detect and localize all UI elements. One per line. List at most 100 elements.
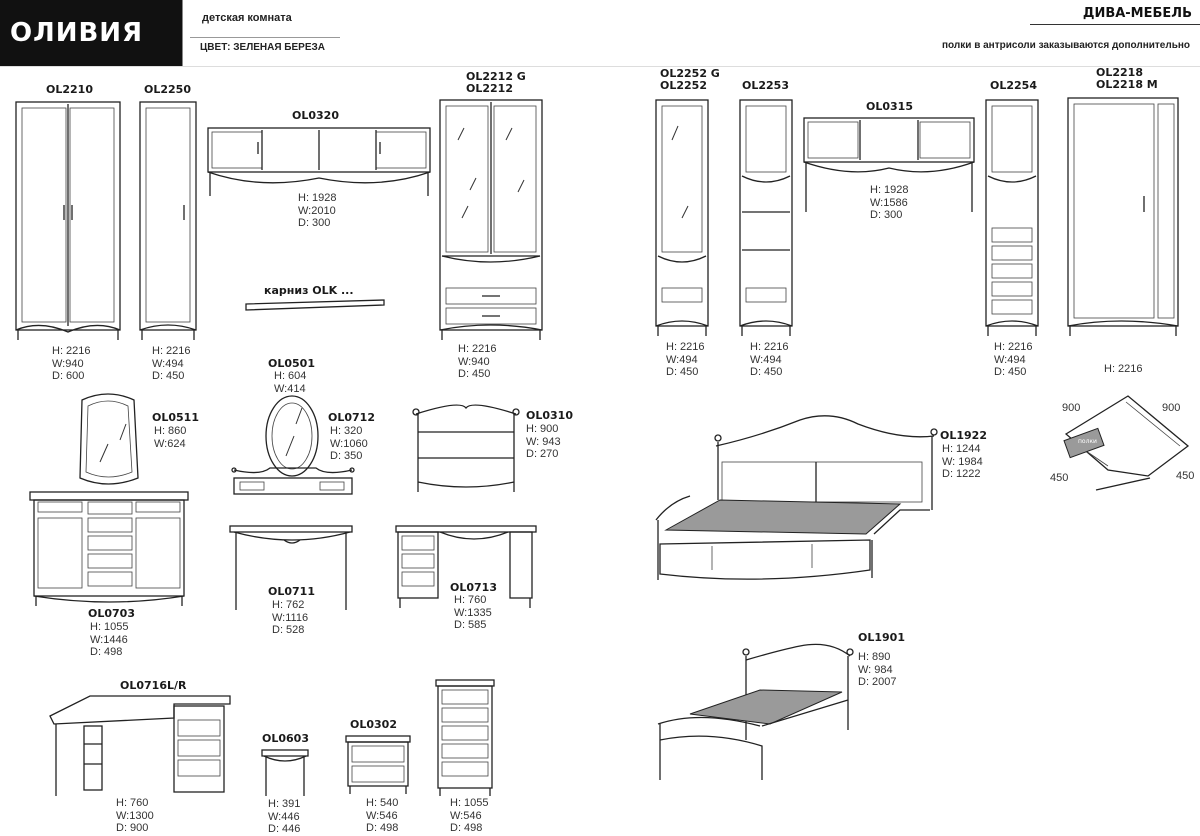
- ol2210-code: OL2210: [46, 83, 93, 96]
- ol0703-width: W:1446: [90, 633, 128, 646]
- ol0703-drawing: [29, 491, 189, 606]
- ol2252-code: OL2252 G OL2252: [660, 68, 720, 92]
- ol0511-width: W:624: [154, 437, 186, 450]
- ol0315-width: W:1586: [870, 196, 908, 209]
- ol0711-dims: H: 762 W:1116 D: 528: [272, 599, 308, 637]
- ol0703-dims: H: 1055 W:1446 D: 498: [90, 621, 129, 659]
- corner-height: H: 2216: [1104, 363, 1143, 375]
- ol0711-code: OL0711: [268, 585, 315, 598]
- ol0511-drawing: [79, 393, 139, 485]
- ol2210-dims: H: 2216 W:940 D: 600: [52, 345, 91, 383]
- ol2210-drawing: [15, 101, 121, 340]
- ol2254-width: W:494: [994, 353, 1026, 366]
- ol0315-dims: H: 1928 W:1586 D: 300: [870, 184, 909, 222]
- ol2212-width: W:940: [458, 355, 490, 368]
- ol2252-drawing: [655, 99, 709, 336]
- ol0320-width: W:2010: [298, 204, 336, 217]
- ol2212-code2: OL2212: [466, 82, 513, 95]
- ol2212-dims: H: 2216 W:940 D: 450: [458, 343, 497, 381]
- ol2253-width: W:494: [750, 353, 782, 366]
- ol0511-dims: H: 860 W:624: [154, 425, 186, 450]
- ol1901-drawing: [657, 643, 854, 780]
- ol0403-drawing: [435, 679, 495, 796]
- ol0716-depth: D: 900: [116, 822, 149, 834]
- ol2250-width: W:494: [152, 357, 184, 370]
- ol0315-code: OL0315: [866, 100, 913, 113]
- ol0711-depth: D: 528: [272, 624, 305, 636]
- header-divider: [182, 0, 183, 66]
- ol2253-dims: H: 2216 W:494 D: 450: [750, 341, 789, 379]
- ol1922-code: OL1922: [940, 429, 987, 442]
- ol2212-code: OL2212 G OL2212: [466, 71, 526, 95]
- olk-code: карниз OLK ...: [264, 284, 354, 297]
- ol0403-depth: D: 498: [450, 822, 483, 834]
- ol0315-depth: D: 300: [870, 209, 903, 221]
- ol0703-depth: D: 498: [90, 646, 123, 658]
- ol0713-height: H: 760: [454, 594, 487, 606]
- ol0711-height: H: 762: [272, 599, 305, 611]
- ol0501-height: H: 604: [274, 370, 307, 382]
- ol0302-height: H: 540: [366, 797, 399, 809]
- ol0712-width: W:1060: [330, 437, 368, 450]
- ol0501-drawing: [231, 395, 355, 495]
- ol0711-drawing: [229, 525, 353, 610]
- ol0310-code: OL0310: [526, 409, 573, 422]
- ol2254-drawing: [985, 99, 1039, 336]
- ol1922-dims: H: 1244 W: 1984 D: 1222: [942, 443, 983, 481]
- ol1922-depth: D: 1222: [942, 468, 981, 480]
- corner-dim-bottom-right: 450: [1176, 470, 1195, 482]
- ol0603-code: OL0603: [262, 732, 309, 745]
- ol0403-width: W:546: [450, 809, 482, 822]
- ol2254-dims: H: 2216 W:494 D: 450: [994, 341, 1033, 379]
- ol0716-width: W:1300: [116, 809, 154, 822]
- ol1922-drawing: [655, 415, 938, 580]
- ol0310-drawing: [412, 404, 520, 492]
- ol2253-height: H: 2216: [750, 341, 789, 353]
- ol0403-dims: H: 1055 W:546 D: 498: [450, 797, 489, 835]
- ol2212-drawing: [439, 99, 543, 340]
- ol2218-drawing: [1067, 97, 1179, 336]
- ol0603-width: W:446: [268, 810, 300, 823]
- ol1901-height: H: 890: [858, 651, 891, 663]
- ol0511-height: H: 860: [154, 425, 187, 437]
- ol2252-dims: H: 2216 W:494 D: 450: [666, 341, 705, 379]
- corner-dim-bottom-left: 450: [1050, 472, 1069, 484]
- ol0320-height: H: 1928: [298, 192, 337, 204]
- ol0302-drawing: [345, 735, 411, 794]
- ol1922-width: W: 1984: [942, 455, 983, 468]
- ol0302-depth: D: 498: [366, 822, 399, 834]
- ol0501-width: W:414: [274, 382, 306, 395]
- ol0501-dims: H: 604 W:414: [274, 370, 306, 395]
- ol0716-code: OL0716L/R: [120, 679, 187, 692]
- ol2250-code: OL2250: [144, 83, 191, 96]
- corner-dim-left: 900: [1062, 402, 1081, 414]
- ol0703-code: OL0703: [88, 607, 135, 620]
- ol2253-drawing: [739, 99, 793, 336]
- ol0320-dims: H: 1928 W:2010 D: 300: [298, 192, 337, 230]
- ol2210-depth: D: 600: [52, 370, 85, 382]
- olk-drawing: [245, 299, 385, 311]
- ol2218-code: OL2218 OL2218 M: [1096, 67, 1158, 91]
- ol0711-width: W:1116: [272, 611, 309, 624]
- ol1901-width: W: 984: [858, 663, 893, 676]
- ol0712-depth: D: 350: [330, 450, 363, 462]
- color-label: ЦВЕТ: ЗЕЛЕНАЯ БЕРЕЗА: [200, 42, 325, 53]
- corner-shelf-label: полки: [1078, 438, 1097, 445]
- ol0310-width: W: 943: [526, 435, 561, 448]
- ol0713-depth: D: 585: [454, 619, 487, 631]
- ol0712-dims: H: 320 W:1060 D: 350: [330, 425, 368, 463]
- ol0716-dims: H: 760 W:1300 D: 900: [116, 797, 154, 835]
- ol2252-code2: OL2252: [660, 79, 707, 92]
- header-brand-block: ОЛИВИЯ: [0, 0, 182, 66]
- ol0511-code: OL0511: [152, 411, 199, 424]
- ol0716-height: H: 760: [116, 797, 149, 809]
- maker-name: ДИВА-МЕБЕЛЬ: [1082, 6, 1192, 21]
- ol0310-height: H: 900: [526, 423, 559, 435]
- ol0302-dims: H: 540 W:546 D: 498: [366, 797, 398, 835]
- ol0713-code: OL0713: [450, 581, 497, 594]
- ol0713-width: W:1335: [454, 606, 492, 619]
- ol0603-depth: D: 446: [268, 823, 301, 835]
- ol0320-code: OL0320: [292, 109, 339, 122]
- ol0712-height: H: 320: [330, 425, 363, 437]
